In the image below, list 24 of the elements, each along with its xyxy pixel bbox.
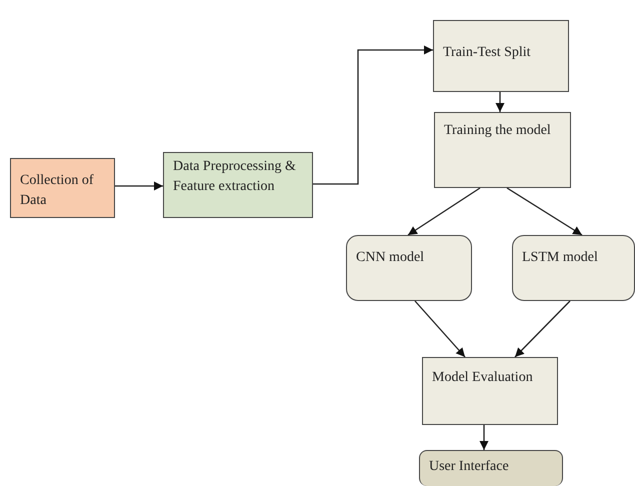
process-box <box>10 158 115 218</box>
rounded-process-box <box>346 235 472 301</box>
box-label: CNN model <box>356 249 426 267</box>
arrow <box>414 300 466 358</box>
arrow <box>514 300 570 358</box>
arrow <box>115 182 163 190</box>
box-label: Collection of Data <box>20 172 94 210</box>
arrow <box>506 187 582 236</box>
box-label: Training the model <box>444 122 552 140</box>
box-label: Model Evaluation <box>432 369 534 387</box>
arrow <box>480 425 488 450</box>
rounded-process-box <box>419 450 563 486</box>
arrow <box>496 92 504 112</box>
process-box <box>163 152 313 218</box>
box-label: Train-Test Split <box>443 44 532 62</box>
arrow <box>313 46 433 185</box>
rounded-process-box <box>512 235 635 301</box>
arrow <box>408 187 480 236</box>
box-label: User Interface <box>429 458 510 476</box>
box-label: Data Preprocessing & Feature extraction <box>173 158 297 196</box>
box-label: LSTM model <box>522 249 599 267</box>
process-box <box>422 357 558 425</box>
process-box <box>434 112 571 188</box>
process-box <box>433 20 569 92</box>
